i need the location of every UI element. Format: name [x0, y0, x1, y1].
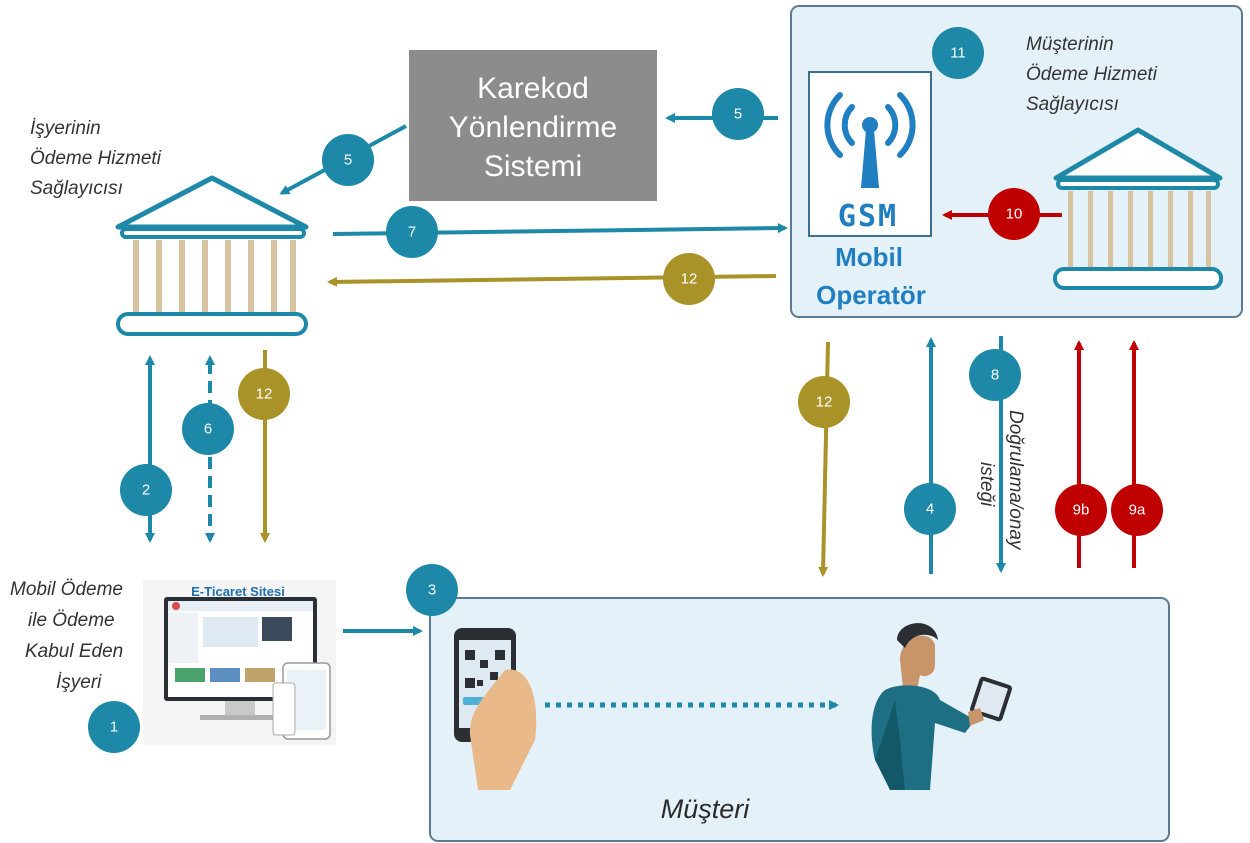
customer-panel: [429, 597, 1170, 842]
svg-text:12: 12: [816, 394, 833, 411]
merchant-psp-label-2: Ödeme Hizmeti: [30, 148, 162, 169]
svg-text:7: 7: [408, 224, 416, 241]
merchant-label-4: İşyeri: [56, 672, 102, 693]
step-badge-12: 12: [663, 253, 715, 305]
merchant-label-3: Kabul Eden: [25, 641, 123, 662]
phone-qr-icon: [454, 628, 537, 790]
merchant-label-1: Mobil Ödeme: [10, 579, 123, 600]
merchant-psp-label-3: Sağlayıcısı: [30, 178, 123, 199]
step-badge-8: 8: [969, 349, 1021, 401]
routing-system-box: [409, 50, 657, 201]
step-badge-5: 5: [712, 88, 764, 140]
svg-text:8: 8: [991, 367, 999, 384]
merchant-label-2: ile Ödeme: [28, 610, 115, 631]
gsm-logo-text: GSM: [838, 199, 898, 234]
svg-text:5: 5: [344, 152, 352, 169]
step-badge-6: 6: [182, 403, 234, 455]
svg-text:9a: 9a: [1129, 502, 1146, 519]
routing-system-line-2: Yönlendirme: [449, 111, 617, 144]
step-badge-3: 3: [406, 564, 458, 616]
mobile-operator-label-2: Operatör: [816, 280, 926, 310]
svg-text:11: 11: [950, 45, 966, 62]
svg-text:10: 10: [1006, 206, 1023, 223]
svg-text:4: 4: [926, 501, 934, 518]
svg-text:1: 1: [110, 719, 118, 736]
step-badge-12: 12: [798, 376, 850, 428]
svg-text:12: 12: [681, 271, 698, 288]
step-badge-12: 12: [238, 368, 290, 420]
step-badge-11: 11: [932, 27, 984, 79]
person-tablet-icon: [871, 623, 1012, 790]
routing-system-line-1: Karekod: [477, 72, 589, 105]
step-badge-9b: 9b: [1055, 484, 1107, 536]
site-title: E-Ticaret Sitesi: [191, 584, 285, 599]
gsm-antenna-icon: GSM: [808, 71, 932, 237]
merchant-psp-label-1: İşyerinin: [30, 118, 101, 139]
mobile-operator-label-1: Mobil: [835, 242, 903, 272]
step-badge-10: 10: [988, 188, 1040, 240]
bank-icon: [1053, 127, 1223, 290]
svg-text:3: 3: [428, 582, 436, 599]
step-badge-1: 1: [88, 701, 140, 753]
bank-icon: [115, 175, 309, 336]
step-badge-5: 5: [322, 134, 374, 186]
customer-psp-label-1: Müşterinin: [1026, 34, 1114, 55]
routing-system-line-3: Sistemi: [484, 150, 582, 183]
step-badge-4: 4: [904, 483, 956, 535]
verification-label-1: Doğrulama/onay: [1005, 410, 1026, 551]
step-badge-9a: 9a: [1111, 484, 1163, 536]
customer-psp-label-2: Ödeme Hizmeti: [1026, 64, 1158, 85]
step-badge-7: 7: [386, 206, 438, 258]
svg-text:6: 6: [204, 421, 212, 438]
svg-text:5: 5: [734, 106, 742, 123]
customer-label: Müşteri: [661, 794, 751, 824]
svg-text:2: 2: [142, 482, 150, 499]
svg-text:12: 12: [256, 386, 273, 403]
ecommerce-screen-icon: E-Ticaret Sitesi: [143, 580, 336, 745]
step-badge-2: 2: [120, 464, 172, 516]
customer-psp-label-3: Sağlayıcısı: [1026, 94, 1119, 115]
verification-label-2: isteği: [976, 462, 997, 507]
svg-text:9b: 9b: [1073, 502, 1090, 519]
